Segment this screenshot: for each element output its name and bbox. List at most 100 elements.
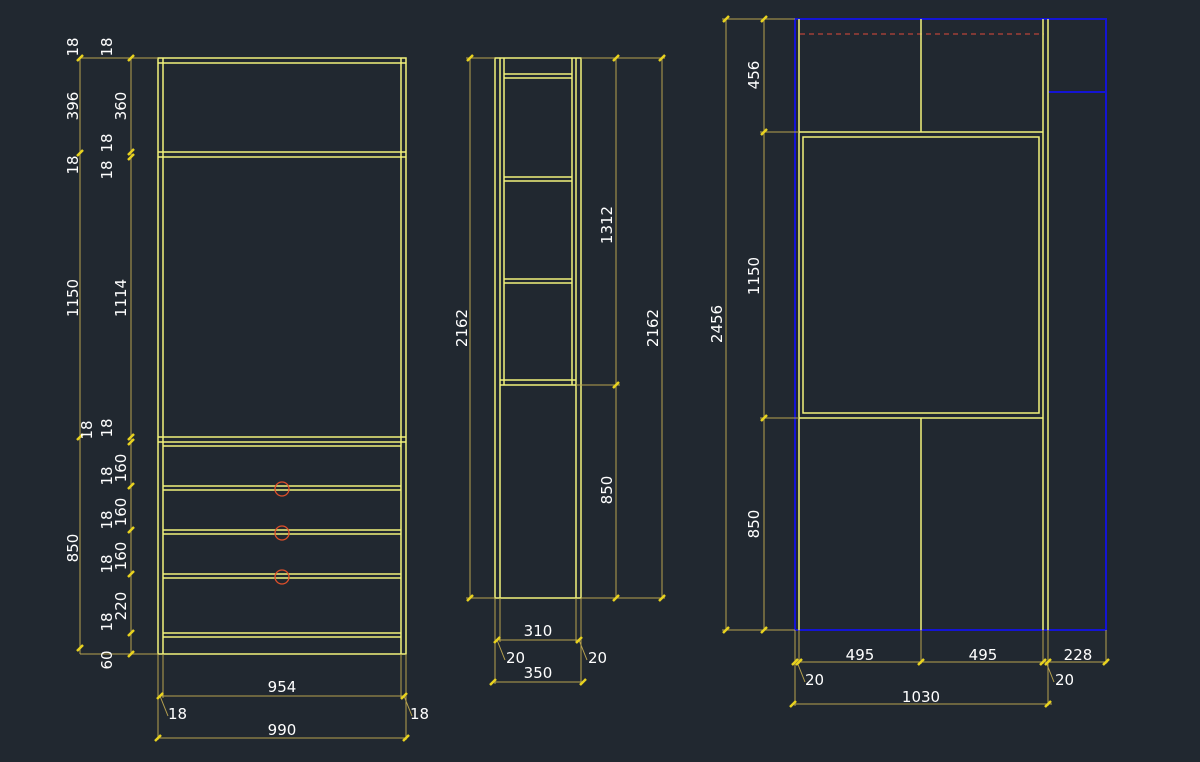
dim-tick <box>466 594 474 602</box>
dim-tick <box>402 734 410 742</box>
dim-tick <box>612 54 620 62</box>
dim-tick <box>127 650 135 658</box>
dim-tick <box>127 482 135 490</box>
side-outer-frame <box>494 57 582 599</box>
side-elevation-view: 2162 1312 850 2162 310 350 20 20 <box>453 54 666 686</box>
drawer-handle-icon <box>274 569 290 585</box>
front-dim-text: 18 <box>64 37 82 56</box>
front-dim-text: 18 <box>78 420 96 439</box>
front-dim-text: 360 <box>112 92 130 121</box>
side-dim-text: 350 <box>524 664 553 682</box>
front-dim-text: 18 <box>168 705 187 723</box>
dim-tick <box>127 54 135 62</box>
dim-tick <box>400 692 408 700</box>
side-leader-line <box>496 639 506 661</box>
wall-dim-text: 495 <box>846 646 875 664</box>
front-dim-text: 1114 <box>112 279 130 317</box>
side-dim-text: 1312 <box>598 206 616 244</box>
dim-tick <box>466 54 474 62</box>
front-dim-text: 18 <box>98 37 116 56</box>
dim-tick <box>127 438 135 446</box>
wall-dim-text: 20 <box>1055 671 1074 689</box>
dim-tick <box>658 54 666 62</box>
dim-tick <box>575 636 583 644</box>
front-outer-frame <box>157 57 407 655</box>
front-dim-text: 60 <box>98 650 116 669</box>
dim-tick <box>760 15 768 23</box>
dim-tick <box>127 153 135 161</box>
dim-tick <box>1044 658 1052 666</box>
dim-tick <box>489 678 497 686</box>
front-dim-text: 18 <box>98 510 116 529</box>
dim-tick <box>127 629 135 637</box>
front-leader-line <box>159 695 169 717</box>
wall-dim-text: 20 <box>805 671 824 689</box>
side-dim-text: 20 <box>588 649 607 667</box>
dim-tick <box>612 381 620 389</box>
side-dim-text: 20 <box>506 649 525 667</box>
drawer-handle-icon <box>274 481 290 497</box>
wall-leader-line <box>1045 661 1055 683</box>
drawer-handle-icon <box>274 525 290 541</box>
wall-dim-text: 2456 <box>708 305 726 343</box>
dim-tick <box>154 734 162 742</box>
dim-tick <box>1044 700 1052 708</box>
dim-tick <box>722 15 730 23</box>
front-dim-text: 18 <box>410 705 429 723</box>
front-dim-text: 18 <box>98 160 116 179</box>
front-dim-text: 1150 <box>64 279 82 317</box>
dim-tick <box>791 658 799 666</box>
front-dim-text: 18 <box>98 466 116 485</box>
front-dim-text: 160 <box>112 498 130 527</box>
side-dim-text: 850 <box>598 476 616 505</box>
wall-dim-text: 1150 <box>745 257 763 295</box>
wall-leader-line <box>796 661 806 683</box>
side-leader-line <box>578 639 588 661</box>
dim-tick <box>156 692 164 700</box>
dim-tick <box>795 658 803 666</box>
front-leader-line <box>403 695 413 717</box>
dim-tick <box>789 700 797 708</box>
dim-tick <box>579 678 587 686</box>
front-dim-text: 990 <box>268 721 297 739</box>
dim-tick <box>917 658 925 666</box>
front-dim-text: 18 <box>98 612 116 631</box>
dim-tick <box>127 526 135 534</box>
dim-tick <box>1039 658 1047 666</box>
wall-dim-text: 456 <box>745 61 763 90</box>
dim-tick <box>127 433 135 441</box>
wall-dim-text: 495 <box>969 646 998 664</box>
wall-opening-panel <box>802 136 1040 414</box>
wall-dim-text: 228 <box>1064 646 1093 664</box>
front-dim-text: 160 <box>112 454 130 483</box>
front-dim-text: 18 <box>98 418 116 437</box>
wall-dim-text: 850 <box>745 510 763 539</box>
dim-tick <box>76 149 84 157</box>
dim-tick <box>722 626 730 634</box>
wall-blue-frame <box>794 18 1107 631</box>
front-dim-text: 954 <box>268 678 297 696</box>
front-dim-text: 160 <box>112 542 130 571</box>
front-elevation-view: 18 396 18 1150 18 850 60 18 360 18 18 11… <box>64 37 429 742</box>
dim-tick <box>493 636 501 644</box>
front-dim-text: 396 <box>64 92 82 121</box>
dim-tick <box>658 594 666 602</box>
side-dim-text: 2162 <box>453 309 471 347</box>
wall-elevation-view: 2456 456 1150 850 495 495 228 1030 20 20 <box>708 15 1110 708</box>
dim-tick <box>127 148 135 156</box>
dim-tick <box>76 433 84 441</box>
side-dim-text: 310 <box>524 622 553 640</box>
side-dim-text: 2162 <box>644 309 662 347</box>
dim-tick <box>76 54 84 62</box>
dim-tick <box>76 644 84 652</box>
dim-tick <box>1102 658 1110 666</box>
dim-tick <box>760 128 768 136</box>
front-dim-text: 18 <box>98 554 116 573</box>
dim-tick <box>127 570 135 578</box>
wall-dim-text: 1030 <box>902 688 940 706</box>
front-dim-text: 220 <box>112 592 130 621</box>
dim-tick <box>612 594 620 602</box>
front-dim-text: 18 <box>98 133 116 152</box>
dim-tick <box>760 414 768 422</box>
